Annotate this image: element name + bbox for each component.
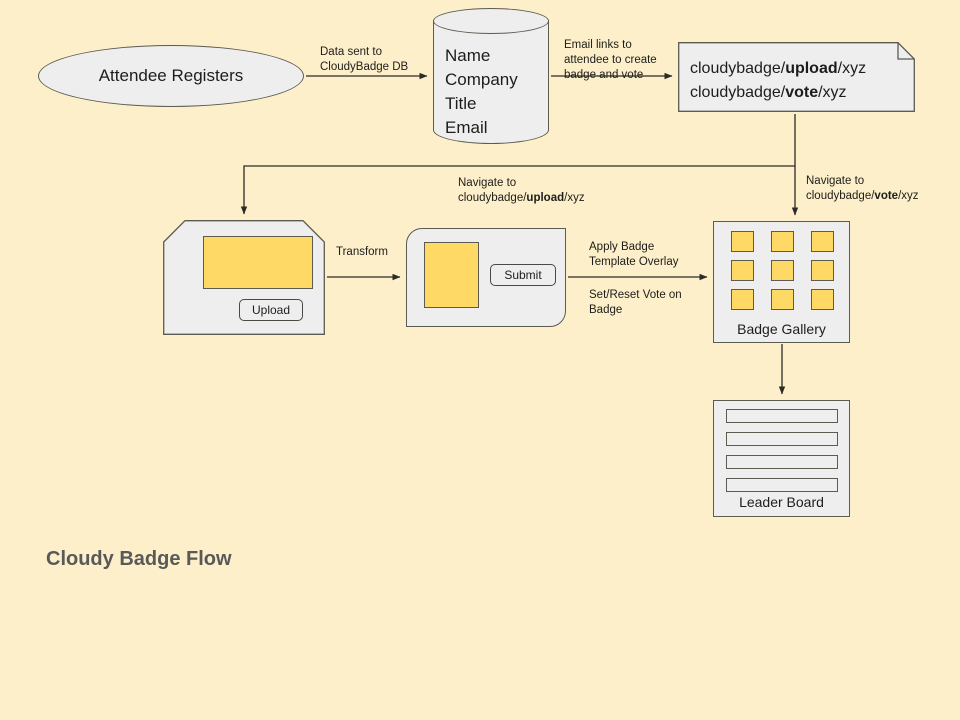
badge-tile[interactable] [771,260,794,281]
url-prefix: cloudybadge/ [458,192,527,204]
edge-label-line: cloudybadge/vote/xyz [806,189,919,204]
badge-tile[interactable] [731,260,754,281]
url-note-line-vote: cloudybadge/vote/xyz [690,81,866,105]
badge-gallery-node[interactable]: Badge Gallery [713,221,850,343]
badge-editor-node[interactable]: Submit [406,228,566,327]
leader-board-row[interactable] [726,455,838,469]
badge-image-placeholder [424,242,479,308]
leader-board-row[interactable] [726,409,838,423]
leader-board-row[interactable] [726,478,838,492]
url-prefix: cloudybadge/ [690,60,786,77]
url-suffix: /xyz [564,192,585,204]
edge-label-line: Navigate to [806,175,865,187]
edge-label-email-links: Email links to attendee to create badge … [564,38,657,83]
submit-button[interactable]: Submit [490,264,556,286]
upload-button[interactable]: Upload [239,299,303,321]
database-cylinder-top [433,8,549,34]
edge-label-line: CloudyBadge DB [320,61,409,73]
url-note-line-upload: cloudybadge/upload/xyz [690,57,866,81]
url-bold-segment: vote [785,84,819,101]
leader-board-rows [726,409,838,492]
edge-label-line: Navigate to [458,177,517,189]
badge-tile[interactable] [771,231,794,252]
database-field: Name [445,46,491,65]
url-note-text: cloudybadge/upload/xyz cloudybadge/vote/… [690,57,866,105]
database-field: Title [445,94,477,113]
page-title: Cloudy Badge Flow [46,548,232,570]
database-field-list: Name Company Title Email [445,44,518,140]
edge-label-line: Data sent to [320,46,383,58]
edge-label-navigate-vote: Navigate to cloudybadge/vote/xyz [806,174,919,204]
upload-button-label: Upload [251,303,291,317]
edge-note-to-upload [240,114,796,215]
edge-label-line: Set/Reset Vote on [589,289,682,301]
url-suffix: /xyz [898,190,919,202]
url-note-node[interactable]: cloudybadge/upload/xyz cloudybadge/vote/… [678,42,915,112]
badge-tile[interactable] [811,260,834,281]
url-bold-segment: vote [874,190,899,202]
url-bold-segment: upload [526,192,565,204]
edge-label-transform: Transform [336,245,388,260]
edge-label-navigate-upload: Navigate to cloudybadge/upload/xyz [458,176,585,206]
edge-label-data-sent: Data sent to CloudyBadge DB [320,45,408,75]
edge-label-apply-overlay: Apply Badge Template Overlay [589,240,678,270]
badge-tile[interactable] [811,231,834,252]
url-prefix: cloudybadge/ [690,84,786,101]
edge-label-line: badge and vote [564,69,644,81]
edge-label-line: Badge [589,304,623,316]
edge-label-line: cloudybadge/upload/xyz [458,191,585,206]
edge-label-line: attendee to create [564,54,657,66]
edge-label-line: Transform [336,246,388,258]
badge-tile[interactable] [731,231,754,252]
database-field: Company [445,70,518,89]
url-suffix: /xyz [837,60,867,77]
leader-board-row[interactable] [726,432,838,446]
badge-tile[interactable] [731,289,754,310]
edge-label-line: Email links to [564,39,632,51]
database-field: Email [445,118,488,137]
attendee-registers-node[interactable]: Attendee Registers [38,45,304,107]
url-bold-segment: upload [785,60,838,77]
upload-image-placeholder [203,236,313,289]
badge-tile[interactable] [771,289,794,310]
attendee-registers-label: Attendee Registers [98,66,244,85]
database-cylinder-body [433,21,549,144]
leader-board-node[interactable]: Leader Board [713,400,850,517]
badge-tile[interactable] [811,289,834,310]
leader-board-caption: Leader Board [739,494,824,510]
cloudybadge-database-node[interactable]: Name Company Title Email [433,8,549,144]
edge-label-line: Apply Badge [589,241,655,253]
edge-label-line: Template Overlay [589,256,679,268]
url-prefix: cloudybadge/ [806,190,875,202]
edge-label-set-reset-vote: Set/Reset Vote on Badge [589,288,682,318]
note-shape [678,42,915,112]
badge-gallery-caption: Badge Gallery [737,321,826,337]
submit-button-label: Submit [504,268,542,282]
url-suffix: /xyz [818,84,847,101]
upload-page-node[interactable]: Upload [163,220,325,335]
badge-gallery-grid [731,231,835,310]
